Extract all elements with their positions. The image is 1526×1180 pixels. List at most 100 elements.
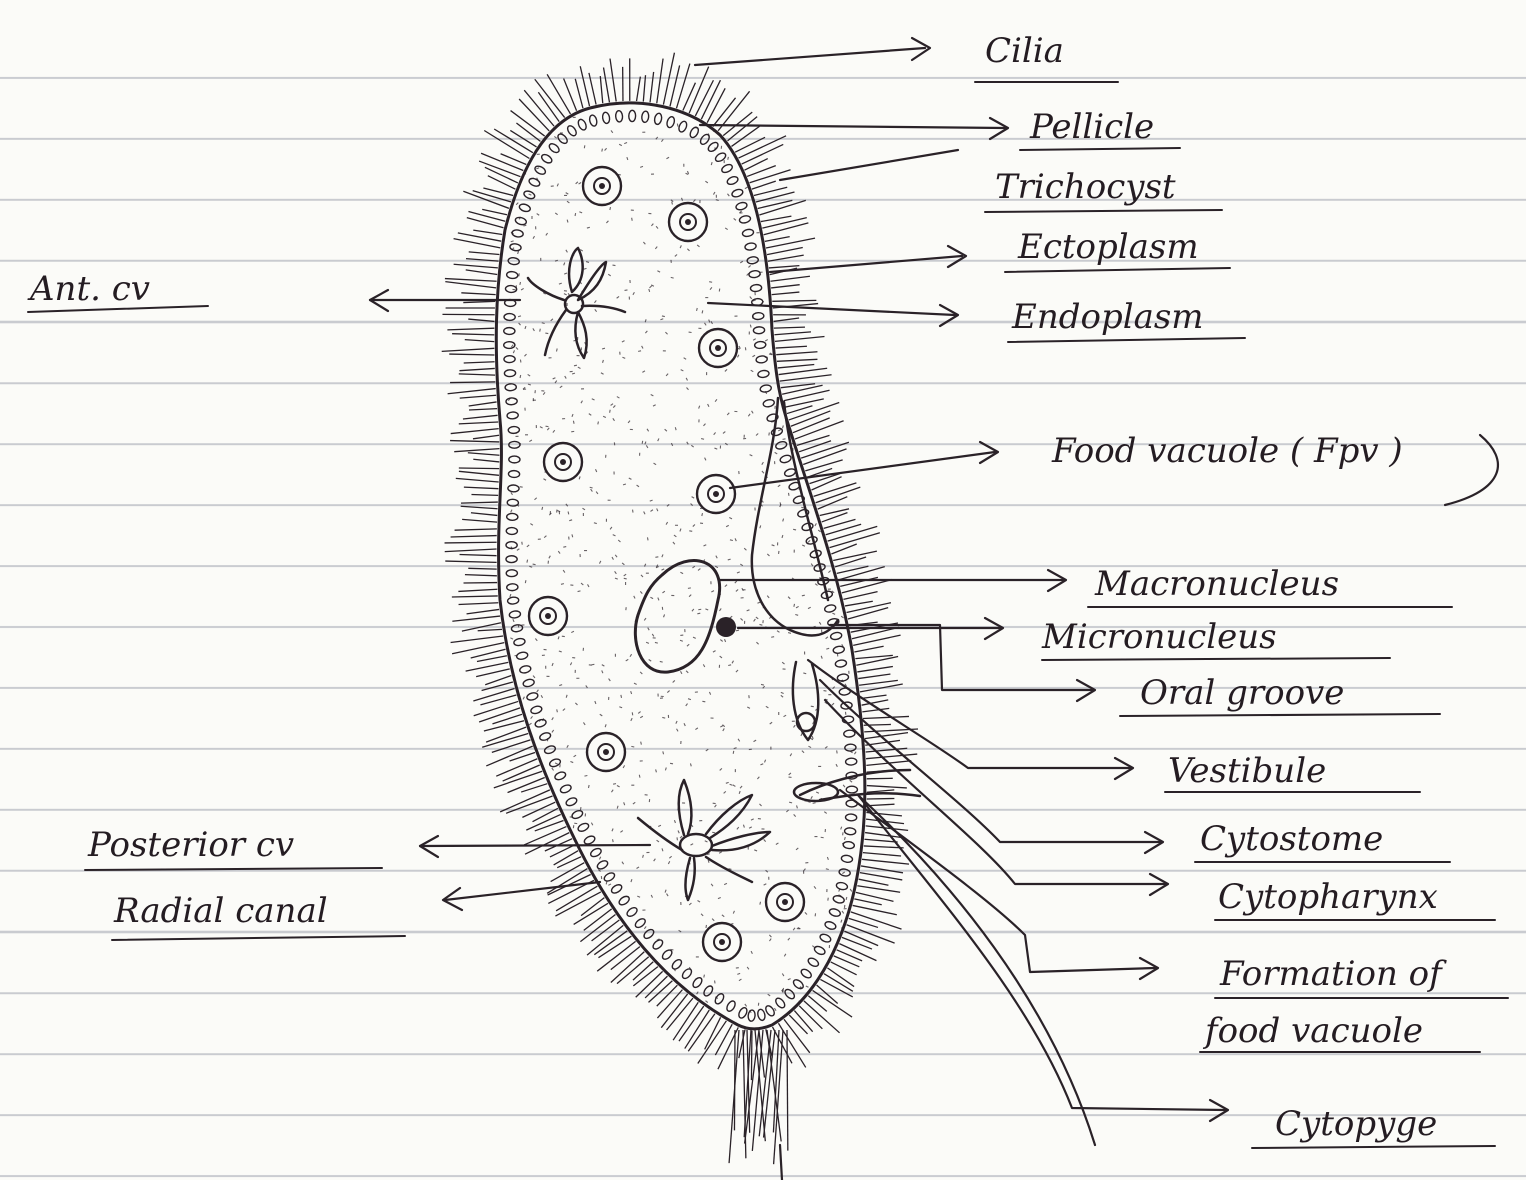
stipple-dot: [664, 614, 665, 617]
trichocyst: [610, 883, 623, 895]
label-endoplasm: Endoplasm: [1011, 297, 1204, 337]
stipple-dot: [736, 630, 739, 631]
stipple-dot: [748, 414, 750, 416]
stipple-dot: [662, 717, 665, 718]
stipple-dot: [602, 665, 605, 667]
stipple-dot: [677, 729, 678, 732]
stipple-dot: [687, 442, 689, 445]
cilium: [600, 76, 602, 103]
cilium: [482, 209, 507, 214]
stipple-dot: [557, 709, 558, 712]
stipple-dot: [567, 201, 569, 203]
trichocyst: [774, 997, 786, 1010]
stipple-dot: [533, 564, 536, 565]
cilium: [820, 509, 849, 516]
stipple-dot: [520, 360, 521, 363]
stipple-dot: [751, 819, 754, 820]
stipple-dot: [591, 489, 593, 491]
stipple-dot: [723, 432, 725, 434]
stipple-dot: [750, 325, 751, 328]
stipple-dot: [766, 870, 768, 872]
stipple-dot: [771, 421, 774, 422]
stipple-dot: [615, 578, 618, 579]
stipple-dot: [566, 193, 569, 195]
stipple-dot: [744, 548, 746, 550]
stipple-dot: [590, 487, 593, 488]
cilium: [452, 596, 498, 597]
stipple-dot: [756, 642, 758, 644]
stipple-dot: [598, 421, 599, 424]
cilium: [731, 126, 759, 146]
cilium: [818, 497, 848, 509]
cilium: [750, 170, 791, 183]
cilium: [769, 266, 800, 268]
trichocyst: [763, 399, 775, 408]
trichocyst: [807, 957, 820, 969]
cilium: [484, 131, 529, 159]
stipple-dot: [713, 131, 716, 132]
stipple-dot: [725, 228, 728, 230]
stipple-dot: [742, 588, 744, 591]
stipple-dot: [693, 524, 695, 526]
stipple-dot: [615, 571, 617, 573]
stipple-dot: [808, 607, 811, 608]
cilium: [473, 230, 502, 234]
stipple-dot: [808, 746, 811, 747]
stipple-dot: [513, 350, 514, 353]
stipple-dot: [686, 671, 688, 673]
stipple-dot: [711, 591, 714, 592]
stipple-dot: [578, 591, 581, 592]
stipple-dot: [606, 881, 607, 884]
cilium: [462, 519, 497, 522]
stipple-dot: [732, 661, 733, 664]
stipple-dot: [743, 825, 744, 828]
stipple-dot: [772, 545, 775, 546]
cilium: [463, 301, 495, 302]
stipple-dot: [612, 828, 613, 831]
stipple-dot: [529, 723, 531, 725]
stipple-dot: [738, 739, 740, 742]
stipple-dot: [812, 946, 814, 948]
stipple-dot: [818, 530, 820, 532]
stipple-dot: [584, 145, 585, 148]
trichocyst: [707, 141, 720, 153]
stipple-dot: [651, 395, 654, 396]
cilium: [768, 255, 804, 261]
stipple-dot: [572, 373, 575, 374]
stipple-dot: [588, 584, 589, 587]
trichocyst: [509, 441, 520, 448]
stipple-dot: [725, 585, 727, 587]
label-cilia: Cilia: [985, 31, 1064, 71]
cilium: [461, 506, 498, 508]
stipple-dot: [660, 319, 663, 320]
leader-trichocyst: [780, 150, 958, 180]
stipple-dot: [759, 804, 761, 806]
stipple-dot: [536, 168, 539, 169]
cilium: [860, 684, 903, 692]
stipple-dot: [628, 421, 630, 423]
cilium: [575, 79, 583, 108]
stipple-dot: [612, 557, 613, 560]
stipple-dot: [619, 707, 622, 708]
stipple-dot: [608, 884, 611, 885]
stipple-dot: [733, 751, 734, 754]
stipple-dot: [516, 203, 518, 205]
stipple-dot: [728, 157, 729, 160]
stipple-dot: [689, 903, 691, 905]
stipple-dot: [752, 411, 754, 414]
stipple-dot: [576, 182, 578, 184]
stipple-dot: [599, 561, 600, 564]
stipple-dot: [554, 136, 556, 138]
stipple-dot: [640, 716, 643, 717]
stipple-dot: [725, 443, 727, 445]
stipple-dot: [692, 609, 694, 611]
stipple-dot: [725, 369, 727, 371]
stipple-dot: [566, 695, 567, 698]
stipple-dot: [716, 200, 719, 201]
stipple-dot: [793, 725, 795, 727]
cilium: [473, 459, 499, 462]
stipple-dot: [842, 872, 844, 874]
trichocyst: [800, 968, 813, 980]
trichocyst: [828, 908, 841, 918]
cilium: [460, 395, 496, 398]
